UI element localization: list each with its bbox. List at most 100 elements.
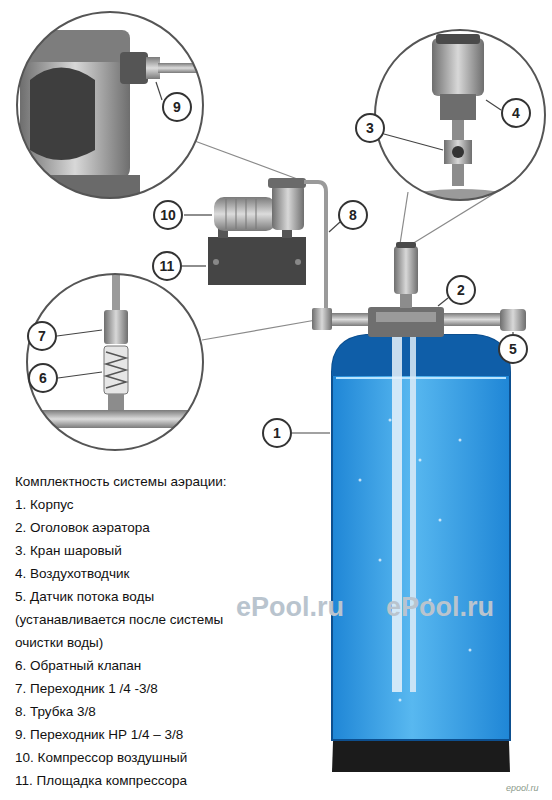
vent-body: [432, 38, 484, 96]
air-vent-cap: [396, 242, 416, 248]
inner-tube: [392, 330, 402, 692]
watermark: ePool.ru: [236, 594, 344, 621]
parts-list-item: 11. Площадка компрессора: [15, 769, 187, 792]
callout-circle: 6: [28, 363, 58, 393]
air-tube: [112, 270, 120, 312]
callout-number: 3: [366, 121, 374, 135]
compressor-motor: [214, 197, 276, 231]
compressor-head-detail: [10, 12, 208, 205]
check-valve: [104, 346, 128, 394]
tube-end: [158, 63, 208, 73]
callout-number: 2: [457, 283, 465, 297]
motor-ribs: [226, 199, 256, 229]
leader-line: [486, 100, 501, 110]
callout-circle: 7: [27, 321, 57, 351]
leader-line: [184, 214, 212, 215]
valve-stem: [452, 164, 464, 186]
callout-circle: 2: [446, 275, 476, 305]
callout-circle: 11: [152, 251, 182, 281]
platform-bolt: [213, 259, 219, 265]
parts-list-item: 5. Датчик потока воды (устанавливается п…: [15, 585, 227, 654]
leader-lines: [57, 82, 513, 433]
head-body: [20, 62, 130, 182]
magnifier-ring: [375, 30, 545, 200]
compressor-platform: [208, 237, 306, 285]
air-bubbles: [359, 419, 472, 702]
callout-circle: 3: [355, 113, 385, 143]
callout-number: 6: [39, 371, 47, 385]
callout-number: 8: [349, 208, 357, 222]
leader-line: [292, 432, 330, 433]
callout-number: 9: [173, 100, 181, 114]
vent-nut: [440, 94, 476, 120]
aerator-head: [368, 307, 444, 337]
compressor: [208, 178, 306, 285]
inner-tube: [410, 330, 416, 692]
parts-list-item: 3. Кран шаровый: [15, 539, 122, 562]
head-chamber: [30, 68, 95, 161]
aerator-head: [312, 242, 526, 337]
water-level: [336, 377, 506, 379]
parts-list-item: 4. Воздухотводчик: [15, 562, 129, 585]
magnifier-ground: [375, 30, 545, 200]
leader-line: [58, 372, 102, 378]
vent-stem: [452, 120, 464, 140]
fitting: [146, 57, 160, 79]
adapter: [104, 310, 128, 344]
platform-bolt: [295, 259, 301, 265]
leader-line: [57, 330, 102, 336]
guide-line: [192, 140, 300, 180]
air-vent-detail: [375, 30, 545, 210]
callout-circle: 9: [162, 92, 192, 122]
pipe-tee: [312, 308, 332, 330]
parts-list-item: Комплектность системы аэрации:: [15, 470, 227, 493]
air-tube: [304, 182, 326, 312]
watermark: epool.ru: [506, 784, 539, 793]
callout-circle: 8: [338, 200, 368, 230]
callout-circle: 4: [501, 98, 531, 128]
parts-list-item: 10. Компрессор воздушный: [15, 746, 187, 769]
leader-line: [384, 134, 443, 150]
callout-circle: 5: [498, 334, 528, 364]
callout-number: 7: [38, 329, 46, 343]
valve-spring: [106, 352, 126, 388]
parts-list-item: 1. Корпус: [15, 493, 74, 516]
leader-line: [156, 82, 162, 100]
valve-stub: [108, 394, 124, 410]
head-band: [376, 312, 436, 322]
callout-circle: 10: [153, 200, 183, 230]
air-vent: [394, 246, 418, 294]
parts-list-item: 9. Переходник НР 1/4 – 3/8: [15, 723, 183, 746]
parts-list-item: 2. Оголовок аэратора: [15, 516, 150, 539]
parts-list-item: 7. Переходник 1 /4 -3/8: [15, 677, 158, 700]
magnifier-ring: [17, 12, 203, 198]
callout-circle: 1: [262, 418, 292, 448]
leader-line: [329, 222, 340, 232]
ball-valve: [400, 294, 412, 308]
leader-line: [182, 265, 206, 266]
parts-list-item: 6. Обратный клапан: [15, 654, 141, 677]
callout-number: 5: [509, 342, 517, 356]
head-base: [50, 175, 140, 205]
head-port: [120, 52, 148, 84]
valve-ball: [452, 146, 464, 158]
callout-number: 4: [512, 106, 520, 120]
magnifier-ring: [27, 274, 203, 450]
compressor-cover: [268, 178, 306, 188]
leader-line: [438, 298, 448, 306]
water-pipe: [20, 410, 220, 428]
callout-number: 10: [160, 208, 176, 222]
flow-sensor: [500, 309, 526, 331]
tank-body: [332, 335, 510, 740]
ball-valve: [444, 140, 472, 164]
parts-list-item: 8. Трубка 3/8: [15, 700, 96, 723]
vent-cap: [436, 34, 480, 44]
tank: [332, 330, 510, 772]
check-valve-detail: [20, 270, 220, 450]
callout-number: 1: [273, 426, 281, 440]
callout-number: 11: [160, 259, 175, 273]
guide-line: [400, 192, 408, 244]
guide-line: [202, 320, 316, 340]
compressor-head: [272, 184, 304, 230]
